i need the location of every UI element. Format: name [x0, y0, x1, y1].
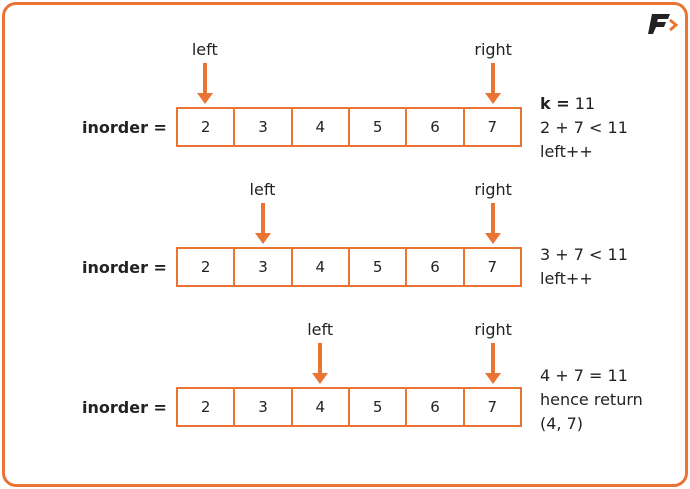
arrow-stem — [260, 203, 265, 233]
arrow-stem — [491, 343, 496, 373]
array-label: inorder = — [82, 258, 167, 277]
arrow-stem — [202, 63, 207, 93]
note-line: 3 + 7 < 11 — [540, 245, 628, 264]
step-notes: 4 + 7 = 11 hence return (4, 7) — [540, 364, 643, 436]
arrow-down-icon — [254, 233, 271, 244]
left-label: left — [191, 40, 218, 59]
step-notes: k = 11 2 + 7 < 11 left++ — [540, 92, 628, 164]
arrow-down-icon — [485, 373, 502, 384]
logo-icon — [648, 14, 678, 34]
left-pointer: left — [290, 320, 350, 384]
array-cell: 6 — [407, 389, 465, 425]
array-cell: 7 — [487, 398, 498, 416]
array-cell: 3 — [235, 109, 293, 145]
left-label: left — [249, 180, 276, 199]
right-pointer: right — [463, 320, 523, 384]
arrow-down-icon — [312, 373, 329, 384]
array-cell: 2 — [178, 249, 236, 285]
array-cell: 7 — [487, 258, 498, 276]
left-pointer: left — [175, 40, 235, 104]
arrow-down-icon — [485, 93, 502, 104]
arrow-down-icon — [485, 233, 502, 244]
right-label: right — [474, 180, 512, 199]
array-cell: 4 — [293, 249, 350, 285]
array-cell: 5 — [350, 249, 408, 285]
array-cell: 5 — [350, 389, 408, 425]
note-line: left++ — [540, 269, 593, 288]
array-label: inorder = — [82, 118, 167, 137]
right-label: right — [474, 320, 512, 339]
array-cell: 6 — [407, 109, 465, 145]
array-cell: 3 — [235, 389, 293, 425]
k-label: k = — [540, 94, 570, 113]
right-pointer: right — [463, 180, 523, 244]
note-line: 2 + 7 < 11 — [540, 118, 628, 137]
arrow-stem — [491, 203, 496, 233]
right-label: right — [474, 40, 512, 59]
array-cell: 2 — [178, 389, 236, 425]
array-label: inorder = — [82, 398, 167, 417]
note-line: 4 + 7 = 11 — [540, 366, 628, 385]
array-cell: 5 — [350, 109, 408, 145]
array-cell: 2 — [178, 109, 236, 145]
right-pointer: right — [463, 40, 523, 104]
arrow-down-icon — [196, 93, 213, 104]
k-value: 11 — [574, 94, 596, 113]
array-cell: 7 — [487, 118, 498, 136]
arrow-stem — [491, 63, 496, 93]
array-cell: 4 — [293, 109, 350, 145]
step-notes: 3 + 7 < 11 left++ — [540, 243, 628, 291]
arrow-stem — [318, 343, 323, 373]
note-line: left++ — [540, 142, 593, 161]
note-line: (4, 7) — [540, 414, 584, 433]
left-label: left — [307, 320, 334, 339]
array-cell: 6 — [407, 249, 465, 285]
note-line: hence return — [540, 390, 643, 409]
left-pointer: left — [233, 180, 293, 244]
array-cell: 4 — [293, 389, 350, 425]
array-cell: 3 — [235, 249, 293, 285]
